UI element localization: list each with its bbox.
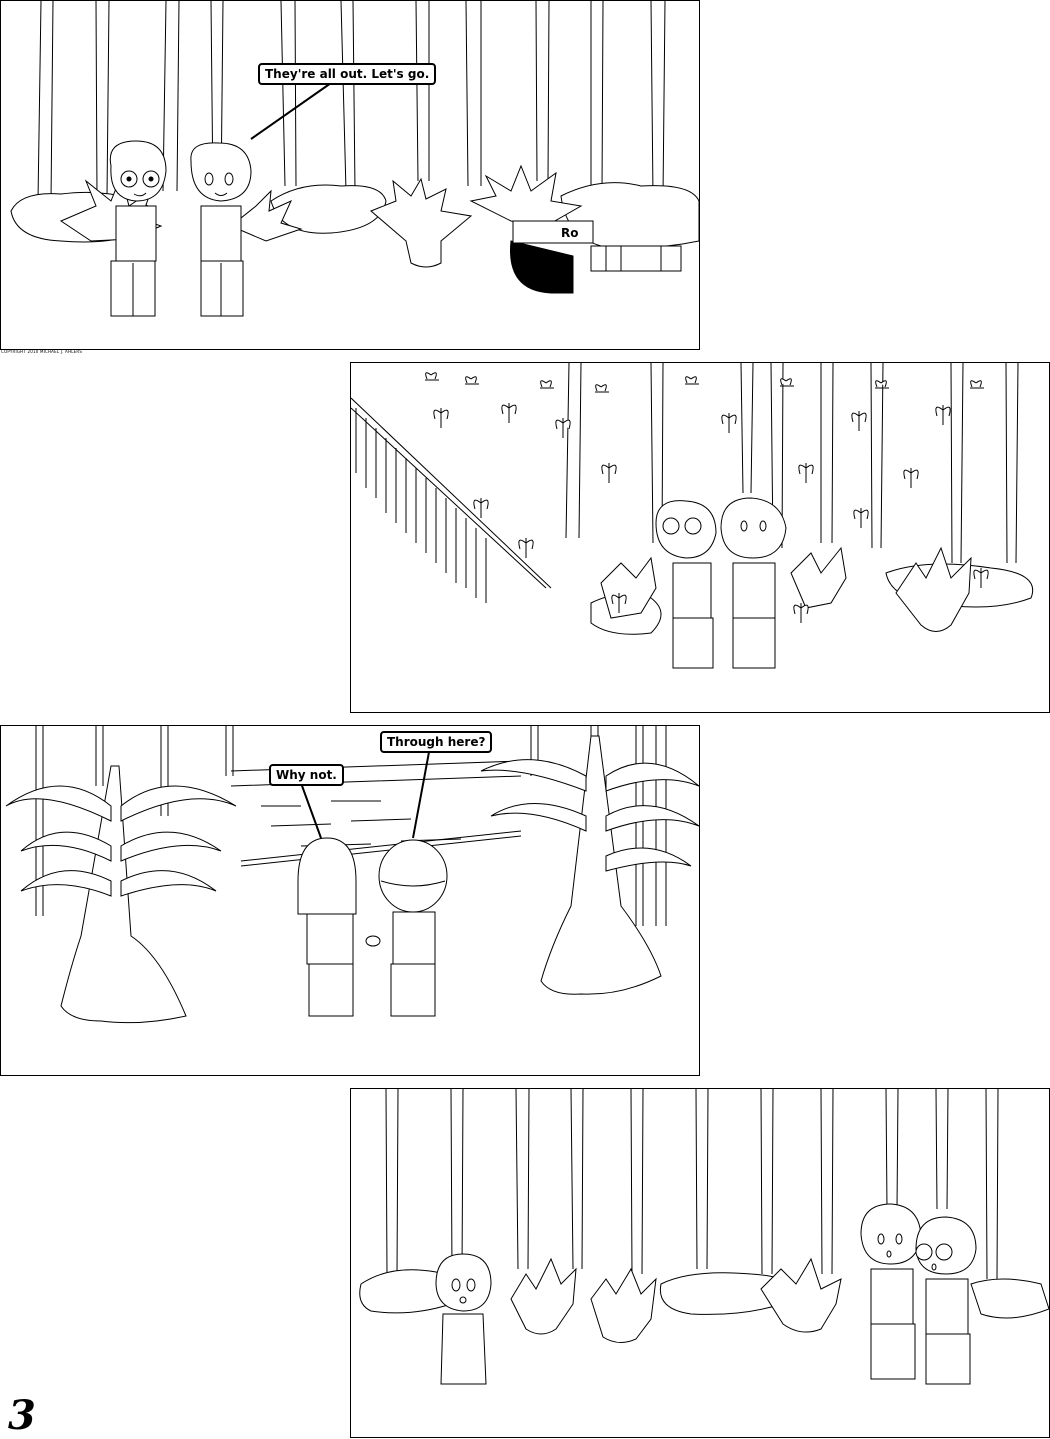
panel-3-art [5, 726, 699, 1024]
speech-bubble: Through here? [380, 731, 493, 753]
comic-panel-4 [350, 1088, 1050, 1438]
comic-panel-2 [350, 362, 1050, 713]
speech-bubble: They're all out. Let's go. [258, 63, 437, 85]
comic-panel-1: They're all out. Let's go. Ro [0, 0, 700, 350]
sign-text: Ro [561, 226, 579, 240]
comic-panel-3: Why not. Through here? [0, 725, 700, 1076]
copyright-notice: COPYRIGHT 2010 MICHAEL J. AHLERS [1, 349, 83, 354]
panel-1-art [10, 1, 699, 317]
panel-2-art [351, 363, 1033, 669]
speech-bubble: Why not. [269, 764, 344, 786]
page-number: 3 [8, 1392, 36, 1439]
panel-4-art [359, 1089, 1049, 1385]
